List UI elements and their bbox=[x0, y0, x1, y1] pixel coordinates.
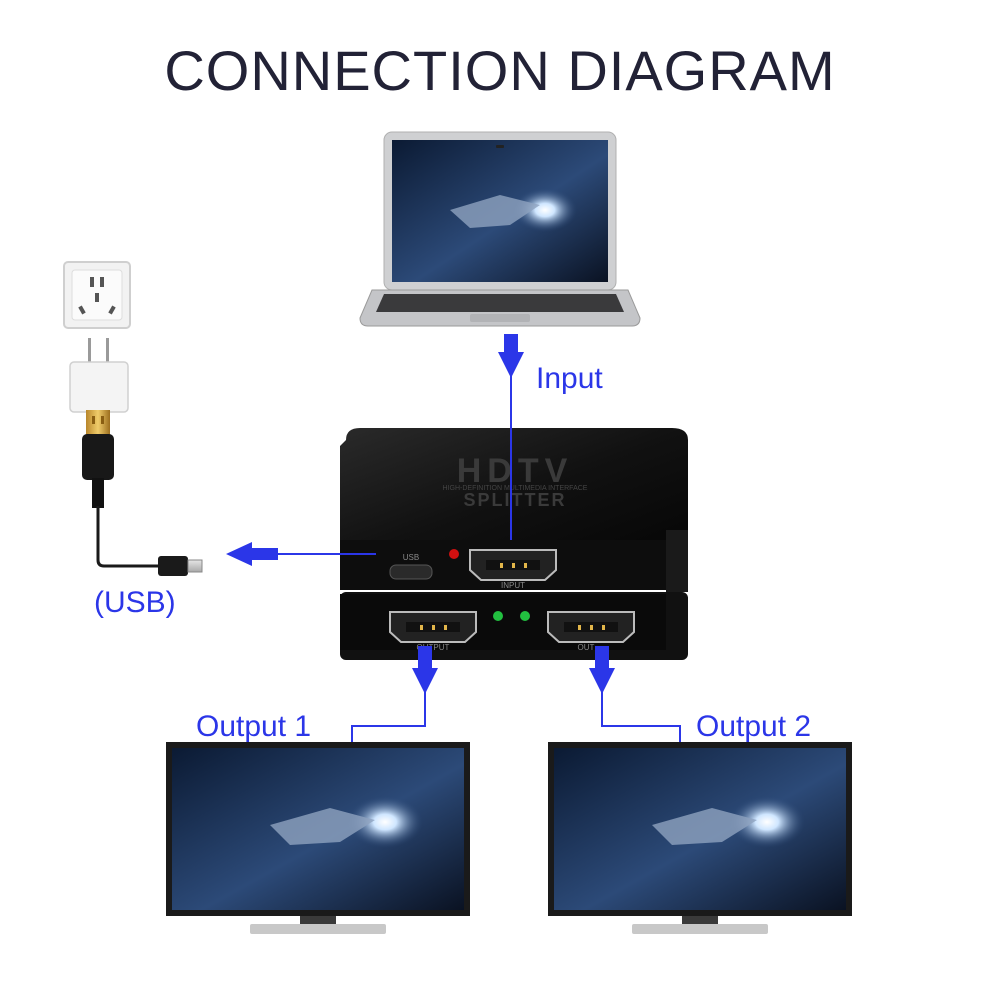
output2-connector bbox=[601, 648, 681, 742]
port-label-input: INPUT bbox=[501, 581, 525, 590]
device-name: SPLITTER bbox=[463, 490, 566, 510]
output1-connector bbox=[351, 648, 426, 742]
label-output2: Output 2 bbox=[696, 710, 812, 743]
output1-arrow-icon bbox=[412, 646, 438, 694]
usb-adapter-icon bbox=[69, 338, 129, 508]
laptop-icon bbox=[359, 131, 641, 327]
micro-usb-plug-icon bbox=[158, 556, 203, 576]
port-label-output1: OUTPUT bbox=[417, 643, 450, 652]
device-tagline: HIGH-DEFINITION MULTIMEDIA INTERFACE bbox=[443, 485, 588, 492]
output2-arrow-icon bbox=[589, 646, 615, 694]
usb-arrow-icon bbox=[226, 542, 278, 566]
label-usb: (USB) bbox=[94, 586, 176, 619]
splitter-icon bbox=[340, 428, 688, 660]
page-title: CONNECTION DIAGRAM bbox=[164, 39, 836, 102]
tv-icon bbox=[548, 742, 852, 934]
power-outlet-icon bbox=[63, 261, 131, 329]
port-label-output2: OUT bbox=[578, 643, 595, 652]
tv-icon bbox=[166, 742, 470, 934]
port-label-usb: USB bbox=[403, 553, 419, 562]
input-arrow-icon bbox=[498, 334, 524, 378]
usb-cable bbox=[96, 506, 160, 568]
label-output1: Output 1 bbox=[196, 710, 312, 743]
label-input: Input bbox=[536, 362, 603, 395]
